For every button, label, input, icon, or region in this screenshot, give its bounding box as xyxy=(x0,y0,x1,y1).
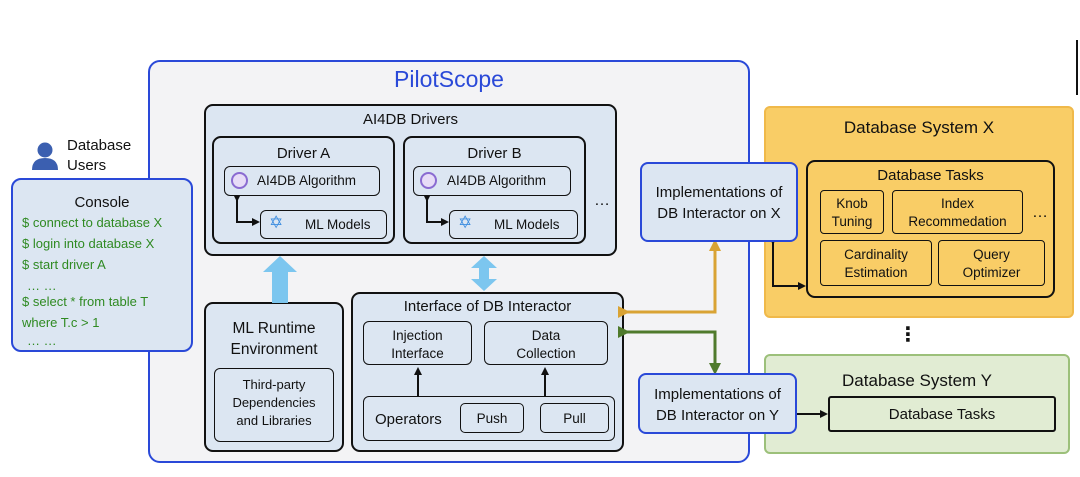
cardinality-line1: Cardinality xyxy=(844,247,908,262)
driver-b-models: ✡ ML Models xyxy=(449,210,578,239)
users-label-line2: Users xyxy=(67,157,107,175)
brain-icon xyxy=(420,172,437,189)
console-line-3: $ start driver A xyxy=(22,257,106,272)
data-collection-label: Data Collection xyxy=(485,327,607,363)
driver-b-algorithm: AI4DB Algorithm xyxy=(413,166,571,196)
console-line-4: … … xyxy=(27,278,57,293)
knob-tuning-label: Knob Tuning xyxy=(821,195,883,231)
knob-line2: Tuning xyxy=(831,214,873,230)
cardinality-estimation-label: Cardinality Estimation xyxy=(821,246,931,282)
arrow-drivers-interface xyxy=(471,256,497,291)
console-line-1: $ connect to database X xyxy=(22,215,163,230)
console-line-5: $ select * from table T xyxy=(22,294,149,309)
driver-b-algorithm-label: AI4DB Algorithm xyxy=(447,173,547,188)
pilotscope-title: PilotScope xyxy=(394,66,504,92)
cardinality-line2: Estimation xyxy=(844,265,908,281)
impl-x-line2: DB Interactor on X xyxy=(657,205,781,222)
console-title: Console xyxy=(74,194,130,211)
data-collection-line2: Collection xyxy=(516,346,576,362)
index-recommendation-label: Index Recommedation xyxy=(893,195,1022,231)
console-line-7: … … xyxy=(27,333,57,348)
user-icon xyxy=(32,142,58,170)
users-label: Database Users xyxy=(67,136,131,177)
knob-line1: Knob xyxy=(836,196,868,211)
arrow-interface-to-impl-x xyxy=(618,239,721,318)
console-line-6: where T.c > 1 xyxy=(22,315,100,330)
arrow-runtime-to-drivers xyxy=(263,256,297,303)
driver-a-algorithm-label: AI4DB Algorithm xyxy=(257,173,357,188)
driver-a-models-label: ML Models xyxy=(305,217,371,232)
index-line1: Index xyxy=(940,196,975,211)
injection-interface-box: Injection Interface xyxy=(363,321,472,365)
ml-runtime-title-line2: Environment xyxy=(230,340,318,358)
arrow-driver-b-internal xyxy=(423,194,449,226)
query-line1: Query xyxy=(973,247,1010,262)
db-y-tasks-box: Database Tasks xyxy=(828,396,1056,432)
index-recommendation-box: Index Recommedation xyxy=(892,190,1023,234)
impl-x-label: Implementations of DB Interactor on X xyxy=(642,182,796,224)
arrow-driver-a-internal xyxy=(233,194,260,226)
driver-a-title: Driver A xyxy=(276,145,331,162)
injection-line2: Interface xyxy=(391,346,444,362)
query-optimizer-box: Query Optimizer xyxy=(938,240,1045,286)
db-system-y-title: Database System Y xyxy=(842,371,992,390)
driver-b-title: Driver B xyxy=(467,145,522,162)
arrow-interface-to-impl-y xyxy=(618,326,721,375)
index-line2: Recommedation xyxy=(908,214,1007,230)
impl-y-line1: Implementations of xyxy=(654,386,781,403)
driver-b-models-label: ML Models xyxy=(494,217,560,232)
impl-x-box: Implementations of DB Interactor on X xyxy=(640,162,798,242)
dependencies-line1: Third-party xyxy=(242,377,306,392)
injection-line1: Injection xyxy=(392,328,443,343)
drivers-title: AI4DB Drivers xyxy=(362,111,459,128)
impl-x-line1: Implementations of xyxy=(655,184,783,201)
impl-y-label: Implementations of DB Interactor on Y xyxy=(640,384,795,426)
db-x-tasks-ellipsis: … xyxy=(1032,204,1048,221)
console-line-2: $ login into database X xyxy=(22,236,155,251)
injection-interface-label: Injection Interface xyxy=(364,327,471,363)
users-label-line1: Database xyxy=(67,137,132,154)
drivers-ellipsis: … xyxy=(594,192,610,209)
dependencies-line2: Dependencies xyxy=(232,395,316,411)
interface-title: Interface of DB Interactor xyxy=(403,298,572,315)
driver-a-algorithm: AI4DB Algorithm xyxy=(224,166,380,196)
pull-box: Pull xyxy=(540,403,609,433)
dependencies-line3: and Libraries xyxy=(236,413,312,429)
cardinality-estimation-box: Cardinality Estimation xyxy=(820,240,932,286)
brain-icon xyxy=(231,172,248,189)
push-box: Push xyxy=(460,403,524,433)
ml-runtime-title: ML Runtime Environment xyxy=(204,319,344,361)
dependencies-label: Third-party Dependencies and Libraries xyxy=(215,376,333,431)
db-x-tasks-title: Database Tasks xyxy=(877,167,984,184)
db-system-x-title: Database System X xyxy=(843,118,995,137)
ml-runtime-title-line1: ML Runtime xyxy=(232,320,316,337)
impl-y-line2: DB Interactor on Y xyxy=(655,407,780,424)
query-optimizer-label: Query Optimizer xyxy=(939,246,1044,282)
impl-y-box: Implementations of DB Interactor on Y xyxy=(638,373,797,434)
dependencies-box: Third-party Dependencies and Libraries xyxy=(214,368,334,442)
db-systems-ellipsis: ⋮ xyxy=(898,324,918,346)
knob-tuning-box: Knob Tuning xyxy=(820,190,884,234)
data-collection-line1: Data xyxy=(531,328,561,343)
driver-a-models: ✡ ML Models xyxy=(260,210,387,239)
db-y-tasks-label: Database Tasks xyxy=(888,406,996,423)
arrow-impl-x-to-tasks xyxy=(769,237,806,290)
network-icon: ✡ xyxy=(269,213,284,232)
pull-label: Pull xyxy=(563,411,586,426)
data-collection-box: Data Collection xyxy=(484,321,608,365)
console-panel: Console $ connect to database X $ login … xyxy=(11,178,193,352)
query-line2: Optimizer xyxy=(962,265,1021,281)
operators-label: Operators xyxy=(375,411,442,428)
network-icon: ✡ xyxy=(458,213,473,232)
push-label: Push xyxy=(476,411,508,426)
